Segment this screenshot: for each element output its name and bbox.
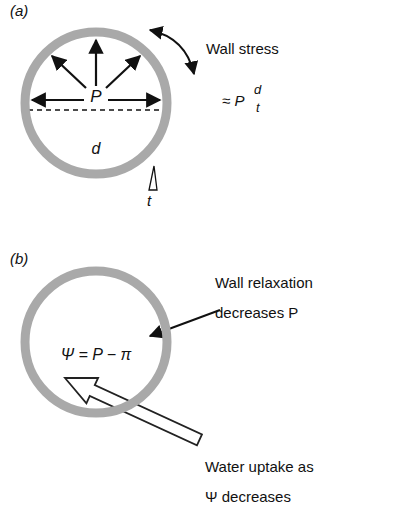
water-potential-equation: Ψ = P − π — [20, 346, 172, 364]
annotation: Wall stress — [206, 40, 279, 58]
thickness-symbol: t — [147, 192, 151, 210]
panel-label: (a) — [10, 2, 28, 20]
formula-denominator: t — [256, 100, 260, 116]
diameter-symbol: d — [20, 140, 172, 158]
annotation: Wall relaxation decreases P — [215, 268, 365, 328]
cell-circle: Ψ = P − π — [20, 266, 172, 418]
stress-formula: ≈ P — [222, 92, 244, 110]
panel-label: (b) — [10, 250, 28, 268]
cell-wall — [20, 266, 172, 418]
diameter-line — [28, 109, 164, 111]
thickness-pointer — [149, 166, 157, 190]
formula-numerator: d — [254, 82, 261, 98]
pressure-symbol: P — [20, 87, 172, 107]
cell-circle: Pd — [20, 27, 172, 179]
annotation: Water uptake as Ψ decreases — [205, 452, 325, 512]
